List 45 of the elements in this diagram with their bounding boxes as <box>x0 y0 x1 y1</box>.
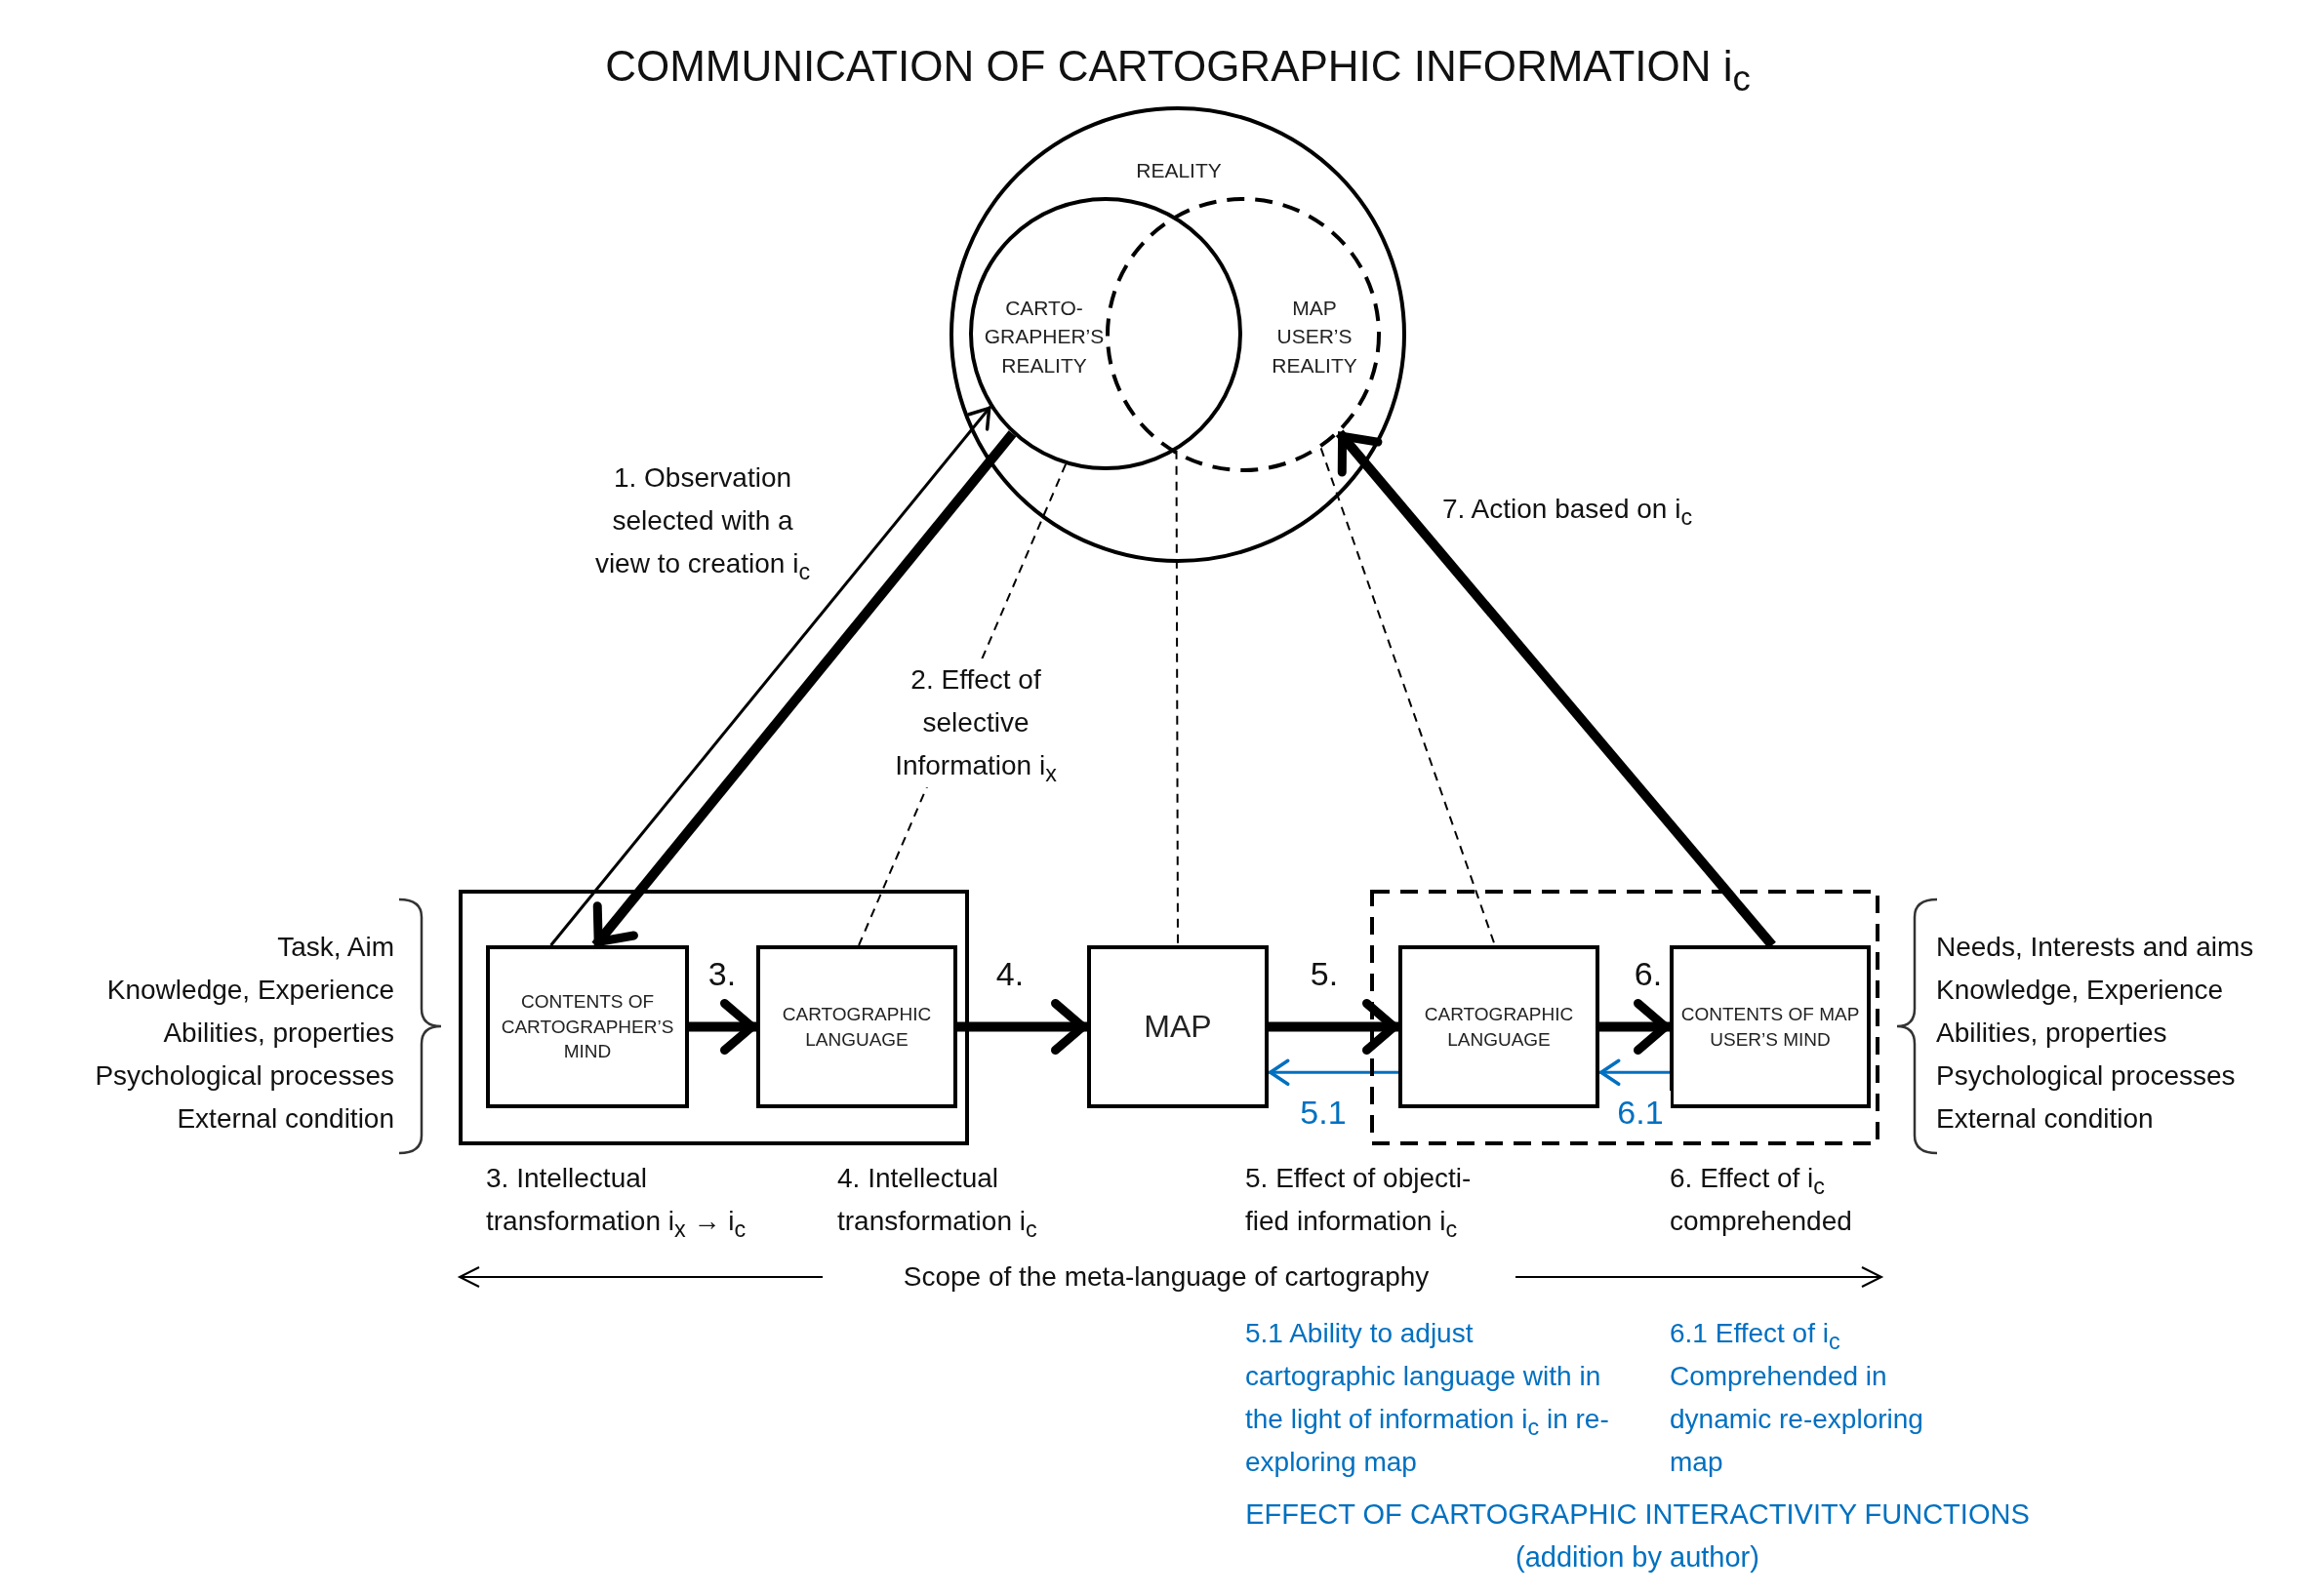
process-box <box>1398 945 1599 1108</box>
attribute-list-item: Needs, Interests and aims <box>1936 931 2255 964</box>
box-label: CARTOGRAPHIC LANGUAGE <box>1423 1002 1575 1052</box>
process-box <box>1087 945 1269 1108</box>
step-caption: 4. Intellectual transformation i$_{c}$ <box>837 1162 1038 1243</box>
attribute-list-item: Knowledge, Experience <box>1936 974 2225 1007</box>
group-box <box>459 890 969 1145</box>
step-caption: 6. Effect of i$_{c}$ comprehended <box>1670 1162 1853 1238</box>
box-label: MAP <box>1144 1007 1212 1046</box>
venn-circle <box>1106 197 1381 472</box>
circle-label: CARTO- GRAPHER’S REALITY <box>983 296 1106 379</box>
process-box <box>1670 945 1871 1108</box>
arrow <box>549 406 991 946</box>
group-box <box>1370 890 1879 1145</box>
attribute-list-item: External condition <box>1936 1102 2155 1136</box>
arrow <box>689 999 756 1055</box>
box-label: CARTOGRAPHIC LANGUAGE <box>781 1002 933 1052</box>
reality-circle <box>949 107 1406 562</box>
section-heading: EFFECT OF CARTOGRAPHIC INTERACTIVITY FUNCTIONS (addition by author) <box>1244 1497 2031 1575</box>
venn-circle <box>969 197 1242 470</box>
circle-label: REALITY <box>1135 158 1223 183</box>
attribute-list-item: Psychological processes <box>94 1059 394 1093</box>
dashed-connector <box>1175 449 1179 946</box>
arrow <box>1599 999 1670 1055</box>
arrow <box>1269 999 1398 1055</box>
box-label: CONTENTS OF CARTOGRAPHER’S MIND <box>500 990 675 1064</box>
process-box <box>486 945 689 1108</box>
diagram-title: COMMUNICATION OF CARTOGRAPHIC INFORMATION i$_{c}$ <box>604 41 1752 96</box>
scope-caption: Scope of the meta-language of cartography <box>902 1260 1431 1294</box>
attribute-list-item: Psychological processes <box>1936 1059 2237 1093</box>
attribute-list-item: Abilities, properties <box>1936 1017 2168 1050</box>
interactivity-note: 5.1 Ability to adjust cartographic language with in the light of information i$_{c}$ in re-exploring map <box>1245 1317 1610 1479</box>
arrow <box>1599 1058 1670 1086</box>
process-box <box>756 945 957 1108</box>
arrow <box>1269 1058 1398 1086</box>
arrow <box>957 999 1087 1055</box>
step-caption: 3. Intellectual transformation i$_{x}$ → i$_{c}$ <box>486 1162 747 1243</box>
attribute-list-item: Knowledge, Experience <box>105 974 394 1007</box>
interactivity-note: 6.1 Effect of i$_{c}$ Comprehended in dynamic re-exploring map <box>1670 1317 1924 1479</box>
circle-label: MAP USER’S REALITY <box>1271 296 1358 379</box>
step-caption: 5. Effect of objecti- fied information i$_{c}$ <box>1245 1162 1473 1243</box>
attribute-list-item: Abilities, properties <box>162 1017 394 1050</box>
attribute-list-item: Task, Aim <box>276 931 394 964</box>
attribute-list-item: External condition <box>176 1102 394 1136</box>
box-label: CONTENTS OF MAP USER’S MIND <box>1679 1002 1861 1052</box>
